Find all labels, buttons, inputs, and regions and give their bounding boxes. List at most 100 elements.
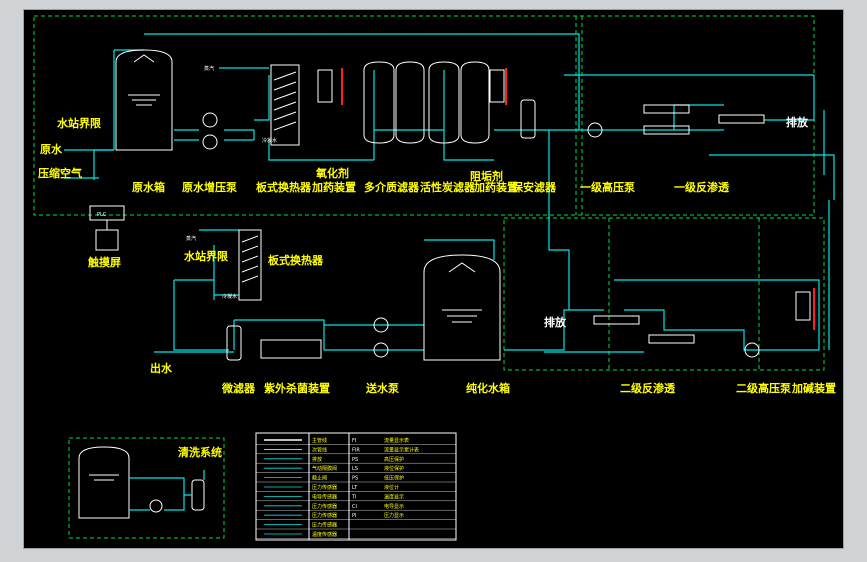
label-station-boundary-mid: 水站界限 bbox=[184, 249, 228, 263]
touch-screen-box bbox=[95, 229, 119, 251]
hp-pump-1 bbox=[587, 122, 603, 138]
label-drain-top: 排放 bbox=[786, 115, 809, 129]
legend-code: FIR bbox=[352, 447, 360, 453]
raw-tank-spray bbox=[133, 54, 155, 63]
supply-pump-1 bbox=[373, 317, 389, 333]
legend-description: 液位保护 bbox=[384, 465, 404, 472]
label-station-boundary-top: 水站界限 bbox=[57, 116, 101, 130]
legend-description: 电导显示 bbox=[384, 503, 404, 510]
lower-pipes bbox=[154, 229, 820, 353]
top-return-line bbox=[144, 33, 580, 130]
label-hp-pump-2: 二级高压泵 bbox=[736, 381, 791, 395]
legend-description: 液位计 bbox=[384, 484, 399, 491]
supply-pump-line bbox=[324, 324, 424, 351]
label-raw-tank: 原水箱 bbox=[132, 180, 165, 194]
raw-pump-1 bbox=[202, 112, 218, 128]
label-dosing-top: 加药装置 bbox=[311, 180, 356, 194]
dosing-tank-mid bbox=[489, 69, 505, 103]
label-steam-top: 蒸汽 bbox=[204, 65, 214, 72]
ro2-transfer bbox=[548, 130, 570, 310]
multimedia-filter-2 bbox=[395, 61, 425, 144]
upper-pipes bbox=[64, 33, 835, 350]
legend-columns bbox=[308, 433, 350, 540]
hp-pump-2 bbox=[744, 342, 760, 358]
carbon-filter-2 bbox=[460, 61, 490, 144]
legend-description: 高压保护 bbox=[384, 456, 404, 463]
label-ro1: 一级反渗透 bbox=[674, 180, 730, 194]
cleaning-pump bbox=[149, 499, 163, 513]
supply-pump-2 bbox=[373, 342, 389, 358]
raw-tank-level bbox=[128, 94, 160, 106]
legend-description: 流量显示累计表 bbox=[384, 446, 419, 453]
ro1-membrane-1 bbox=[643, 104, 690, 114]
legend-description: 温度显示 bbox=[384, 493, 404, 500]
label-dosing-mid: 加药装置 bbox=[473, 180, 518, 194]
label-uv-sterilizer: 紫外杀菌装置 bbox=[264, 381, 330, 395]
legend-code: LT bbox=[352, 485, 358, 491]
label-alkali-dosing: 加碱装置 bbox=[791, 381, 836, 395]
label-micro-filter: 微滤器 bbox=[221, 381, 256, 395]
carbon-filter bbox=[428, 61, 460, 144]
legend-item-name: 次管线 bbox=[312, 446, 327, 453]
legend-item-name: 压力传感器 bbox=[312, 522, 337, 529]
equipment bbox=[78, 49, 815, 519]
tank-top-feed bbox=[424, 239, 495, 260]
label-carbon-filter: 活性炭滤器 bbox=[420, 180, 476, 194]
legend-description: 流量显示表 bbox=[384, 437, 409, 444]
cleaning-boundary bbox=[68, 437, 225, 539]
alkali-tank bbox=[795, 291, 811, 321]
legend-frame bbox=[255, 432, 457, 541]
label-multimedia-filter: 多介质滤器 bbox=[364, 180, 420, 194]
legend-item-name: 主管线 bbox=[312, 437, 327, 444]
legend-item-name: 压力传感器 bbox=[312, 503, 337, 510]
raw-pump-discharge-1 bbox=[174, 129, 255, 140]
label-plc: PLC bbox=[97, 212, 107, 218]
boundary-lines bbox=[33, 15, 825, 539]
legend-code: PS bbox=[352, 476, 358, 482]
legend-code: TI bbox=[351, 494, 357, 500]
micro-filter bbox=[226, 325, 242, 361]
label-plate-hx-mid: 板式换热器 bbox=[268, 253, 324, 267]
label-ro2: 二级反渗透 bbox=[620, 381, 676, 395]
legend-item-name: 截止阀 bbox=[312, 475, 327, 482]
label-reductant: 氧化剂 bbox=[315, 166, 349, 180]
hx2-loop bbox=[213, 245, 239, 300]
pid-diagram: 水站界限 原水 压缩空气 原水箱 原水增压泵 板式换热器 加药装置 氧化剂 阻垢… bbox=[33, 15, 836, 541]
ro1-feed bbox=[624, 104, 724, 131]
label-steam-mid: 蒸汽 bbox=[186, 235, 196, 242]
dosing-tank-top bbox=[317, 69, 333, 103]
raw-tank bbox=[115, 49, 173, 151]
pure-tank-spray bbox=[448, 262, 476, 273]
ro1-product bbox=[764, 75, 815, 121]
legend-item-name: 气动隔膜阀 bbox=[312, 465, 337, 472]
label-condensate-mid: 冷凝水 bbox=[222, 293, 237, 300]
label-plate-hx-top: 板式换热器 bbox=[256, 180, 312, 194]
legend-item-name: 电导传感器 bbox=[312, 493, 337, 500]
raw-water-inlet-pipe bbox=[93, 149, 114, 180]
ro2-feed-left bbox=[504, 309, 604, 351]
label-scale-inhibitor: 阻垢剂 bbox=[470, 169, 503, 183]
security-filter bbox=[520, 99, 536, 139]
cleaning-pipes bbox=[129, 470, 205, 511]
ro2-internal bbox=[624, 309, 819, 351]
cleaning-filter bbox=[191, 479, 205, 511]
legend-item-name: 温度传感器 bbox=[312, 531, 337, 538]
filter-uv-line bbox=[233, 319, 325, 350]
cleaning-tank bbox=[78, 446, 130, 519]
legend-code: PI bbox=[352, 513, 357, 519]
upper-system-boundary bbox=[33, 15, 815, 216]
legend-item-name: 压力传感器 bbox=[312, 484, 337, 491]
label-raw-pump: 原水增压泵 bbox=[182, 180, 237, 194]
label-compressed-air: 压缩空气 bbox=[38, 166, 82, 180]
label-drain-bottom: 排放 bbox=[544, 315, 567, 329]
label-outlet-water: 出水 bbox=[150, 361, 173, 375]
pure-tank-level bbox=[442, 309, 482, 323]
label-raw-water: 原水 bbox=[40, 142, 63, 156]
label-condensate-top: 冷凝水 bbox=[262, 137, 277, 144]
outlet-loop bbox=[173, 279, 229, 351]
label-pure-tank: 纯化水箱 bbox=[466, 381, 510, 395]
uv-sterilizer bbox=[260, 339, 322, 359]
plate-hx-top-plates bbox=[273, 71, 297, 131]
legend-item-name: 压力传感器 bbox=[312, 512, 337, 519]
